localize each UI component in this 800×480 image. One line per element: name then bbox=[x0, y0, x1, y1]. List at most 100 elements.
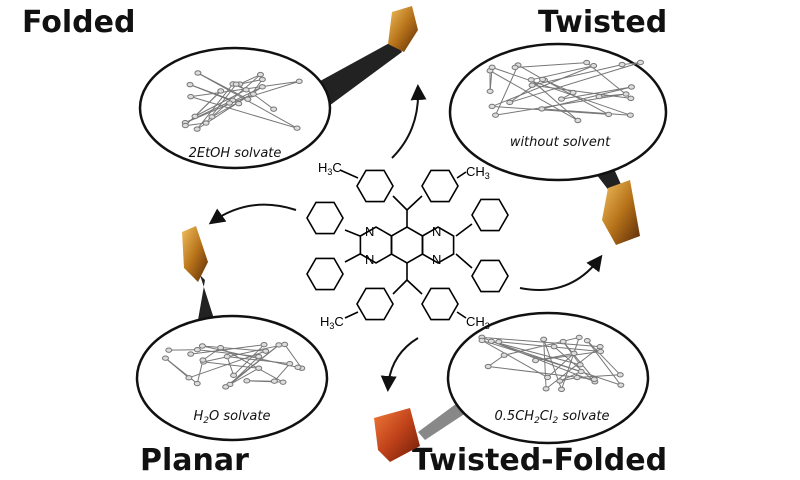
atom bbox=[622, 91, 630, 97]
atom bbox=[618, 61, 626, 68]
atom-bond bbox=[559, 371, 582, 382]
atom-bond bbox=[203, 361, 259, 369]
atom bbox=[506, 99, 514, 106]
methyl-label: H3C bbox=[318, 160, 342, 177]
atom bbox=[637, 59, 645, 66]
ellipse-folded bbox=[138, 46, 332, 170]
atom-bond bbox=[553, 346, 596, 383]
atom-n: N bbox=[432, 252, 441, 267]
arrow-to-planar bbox=[208, 203, 297, 225]
atom bbox=[540, 336, 548, 343]
atom-n: N bbox=[365, 224, 374, 239]
atom bbox=[627, 84, 635, 90]
atom-bond bbox=[492, 105, 609, 115]
atom-bond bbox=[561, 337, 580, 390]
atom bbox=[495, 339, 503, 345]
atom bbox=[181, 122, 189, 129]
atom-bond bbox=[515, 62, 587, 68]
atom bbox=[286, 360, 294, 367]
atom-bond bbox=[498, 341, 601, 353]
phenyl-ring bbox=[306, 257, 344, 291]
atom bbox=[590, 376, 598, 383]
atom bbox=[281, 341, 289, 348]
atom bbox=[217, 88, 225, 94]
atom bbox=[270, 106, 278, 112]
molecule-structure bbox=[306, 169, 509, 321]
atom-bond bbox=[220, 347, 284, 383]
caption-twisted: without solvent bbox=[510, 135, 611, 150]
atom bbox=[193, 347, 201, 353]
methyl-label: CH3 bbox=[466, 164, 490, 181]
atom bbox=[577, 368, 585, 375]
atom bbox=[275, 342, 283, 348]
tolyl-ring bbox=[421, 287, 459, 321]
atom-bond bbox=[233, 344, 265, 376]
atom bbox=[616, 372, 624, 378]
crystal-photo-twisted-folded bbox=[374, 408, 420, 462]
atom bbox=[484, 363, 492, 370]
atom bbox=[208, 114, 216, 120]
atom bbox=[262, 348, 270, 354]
atom-bond bbox=[239, 74, 261, 85]
atom bbox=[500, 352, 508, 358]
atom bbox=[270, 378, 278, 384]
atom-bond bbox=[509, 79, 543, 103]
atom bbox=[260, 341, 268, 348]
atom-bond bbox=[541, 108, 631, 116]
atom-bond bbox=[541, 86, 632, 110]
bond bbox=[456, 171, 467, 179]
bubble-tail-planar bbox=[198, 275, 215, 322]
tolyl-ring bbox=[421, 169, 459, 203]
bond bbox=[392, 195, 408, 211]
atom bbox=[528, 82, 536, 88]
atom-bond bbox=[532, 84, 631, 99]
atom-bond bbox=[185, 90, 222, 126]
atom bbox=[187, 351, 195, 357]
atom-bond bbox=[239, 78, 263, 85]
caption-planar: H2O solvate bbox=[194, 409, 271, 426]
atom bbox=[595, 93, 603, 100]
atom bbox=[574, 117, 582, 124]
atom-bond bbox=[491, 66, 631, 116]
atom bbox=[256, 71, 264, 78]
ellipse-twisted bbox=[448, 42, 668, 182]
atom-bond bbox=[274, 363, 291, 382]
atom-bond bbox=[202, 347, 221, 361]
atom-bond bbox=[229, 80, 300, 104]
atom bbox=[187, 93, 195, 100]
phenyl-ring bbox=[471, 259, 509, 293]
atom-bond bbox=[586, 340, 621, 376]
atom bbox=[193, 380, 201, 387]
atom bbox=[605, 111, 613, 118]
methyl-label: CH3 bbox=[466, 314, 490, 331]
atom-bond bbox=[491, 65, 594, 107]
title-planar: Planar bbox=[140, 443, 249, 478]
atom bbox=[570, 350, 578, 357]
atom bbox=[165, 347, 173, 353]
atom bbox=[617, 382, 625, 388]
atom bbox=[249, 91, 257, 97]
atom-bond bbox=[481, 339, 582, 373]
atom bbox=[559, 338, 567, 345]
atom bbox=[226, 100, 234, 106]
atom-bond bbox=[203, 343, 285, 363]
tolyl-ring bbox=[356, 287, 394, 321]
atom-bond bbox=[509, 61, 641, 103]
atom bbox=[279, 379, 287, 385]
atom-bond bbox=[535, 351, 601, 361]
atom bbox=[232, 81, 240, 87]
atom bbox=[202, 120, 210, 126]
atom bbox=[235, 100, 243, 107]
atom bbox=[243, 378, 251, 384]
atom-bond bbox=[190, 96, 298, 129]
atom bbox=[193, 126, 201, 132]
atom bbox=[230, 372, 238, 379]
atom-bond bbox=[226, 356, 235, 376]
atom bbox=[511, 64, 519, 71]
atom-bond bbox=[284, 344, 303, 369]
crystal-photo-twisted bbox=[602, 180, 640, 245]
pyrazine-ring bbox=[421, 226, 455, 264]
bond bbox=[455, 253, 473, 269]
atom bbox=[258, 84, 266, 90]
